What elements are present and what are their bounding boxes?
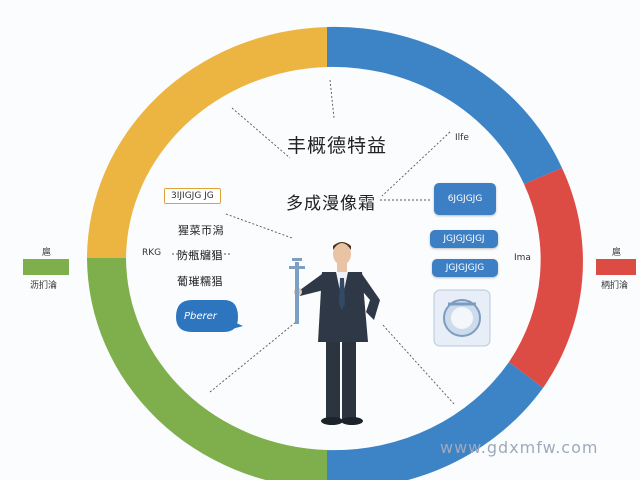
left-panel-line-2: 防瓶牖猖: [177, 249, 223, 262]
right-panel-pill-1: 6JGJGJG: [434, 183, 496, 215]
label-left-inner: RKG: [142, 248, 162, 258]
label-top-right: Ilfe: [455, 133, 469, 143]
ring-segment-blue-top: [327, 26, 562, 184]
watermark: www.gdxmfw.com: [440, 438, 599, 457]
businessman-figure-icon: [289, 242, 380, 425]
left-panel-tag: 3IJIGJG JG: [164, 188, 221, 204]
ring-segment-red: [509, 168, 583, 388]
center-title-line2: 多成漫像霜: [286, 194, 376, 214]
label-left-outer-top: 扈: [42, 248, 52, 258]
label-right-outer-top: 扈: [612, 248, 622, 258]
right-red-bar: [596, 259, 636, 275]
label-left-outer-bottom: 沥扪淪: [30, 281, 58, 291]
document-magnifier-icon: [433, 289, 491, 347]
right-panel-pill-3: JGJGJGJG: [432, 259, 498, 277]
ring-segment-yellow: [87, 27, 327, 258]
center-title-line1: 丰概德特益: [287, 135, 388, 157]
right-panel-pill-2: JGJGJGJGJ: [430, 230, 498, 248]
label-right-inner: Ima: [514, 253, 531, 263]
connector-lines: [172, 79, 455, 405]
left-green-bar: [23, 259, 69, 275]
ring-segment-green: [87, 258, 327, 480]
speech-bubble-text: Pberer: [184, 311, 217, 322]
left-panel-line-3: 葡璀糯猖: [177, 275, 223, 288]
speech-bubble-icon: [176, 300, 243, 332]
label-right-outer-bottom: 柄扪淪: [601, 281, 629, 291]
left-panel-line-1: 猩菜帀潟: [178, 224, 224, 237]
ring-segment-blue-bottom: [327, 362, 543, 480]
